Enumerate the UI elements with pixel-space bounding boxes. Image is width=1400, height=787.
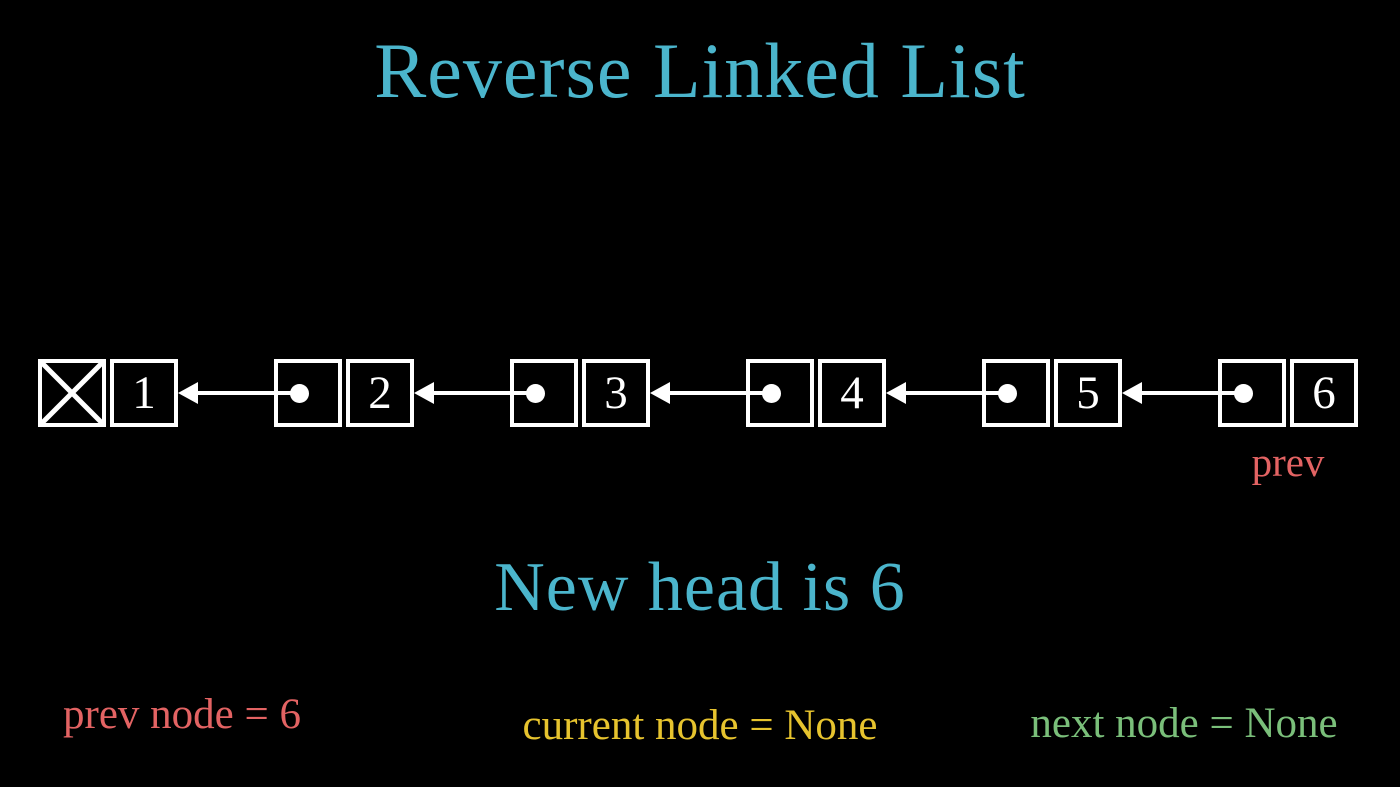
node-1-pointer-cell: [38, 359, 106, 427]
pointer-dot-icon: [761, 383, 781, 403]
node-5-value: 5: [1054, 359, 1122, 427]
arrowhead-left-icon: [1122, 382, 1142, 404]
node-3-value: 3: [582, 359, 650, 427]
list-node-2: 2: [274, 359, 414, 427]
node-4-value: 4: [818, 359, 886, 427]
node-6-value: 6: [1290, 359, 1358, 427]
arrow-shaft: [667, 391, 771, 395]
arrow-shaft: [195, 391, 299, 395]
subtitle: New head is 6: [494, 549, 906, 626]
arrowhead-left-icon: [650, 382, 670, 404]
arrowhead-left-icon: [886, 382, 906, 404]
list-node-5: 5: [982, 359, 1122, 427]
node-1-value: 1: [110, 359, 178, 427]
node-2-value: 2: [346, 359, 414, 427]
null-x-icon: [42, 363, 102, 423]
arrow-node6-to-node5: [1122, 382, 1243, 404]
pointer-dot-icon: [997, 383, 1017, 403]
prev-pointer-label: prev: [1251, 439, 1325, 485]
pointer-dot-icon: [289, 383, 309, 403]
arrowhead-left-icon: [178, 382, 198, 404]
pointer-dot-icon: [1233, 383, 1253, 403]
status-prev-node: prev node = 6: [63, 691, 301, 738]
arrowhead-left-icon: [414, 382, 434, 404]
page-title: Reverse Linked List: [374, 27, 1026, 114]
arrow-node2-to-node1: [178, 382, 299, 404]
arrow-shaft: [431, 391, 535, 395]
list-node-1: 1: [38, 359, 178, 427]
pointer-dot-icon: [525, 383, 545, 403]
arrow-shaft: [1139, 391, 1243, 395]
arrow-node3-to-node2: [414, 382, 535, 404]
arrow-shaft: [903, 391, 1007, 395]
arrow-node4-to-node3: [650, 382, 771, 404]
status-current-node: current node = None: [522, 702, 878, 749]
status-next-node: next node = None: [1030, 700, 1338, 747]
arrow-node5-to-node4: [886, 382, 1007, 404]
